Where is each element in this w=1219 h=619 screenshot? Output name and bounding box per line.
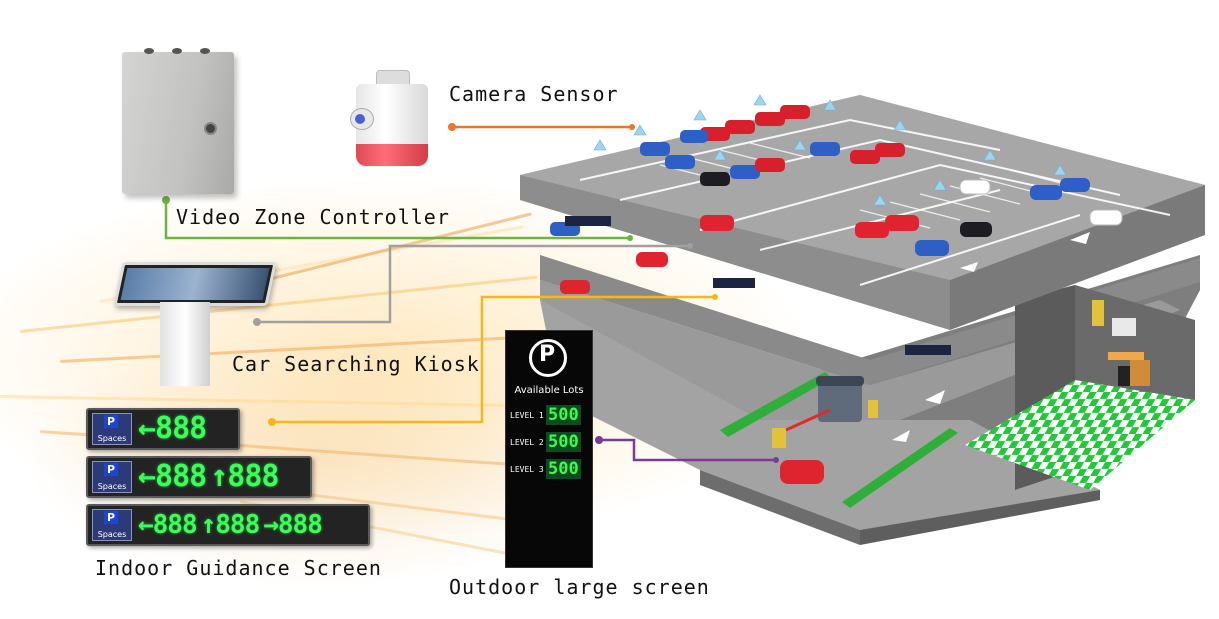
video-zone-controller-icon bbox=[122, 48, 234, 194]
level-row: LEVEL 2 500 bbox=[510, 432, 590, 452]
camera-sensor-icon bbox=[350, 70, 430, 170]
parking-badge-text: Spaces bbox=[97, 434, 127, 443]
level-count: 500 bbox=[546, 459, 581, 479]
camera-sensor-label: Camera Sensor bbox=[449, 82, 619, 106]
outdoor-screen: P Available Lots LEVEL 1 500 LEVEL 2 500… bbox=[505, 330, 593, 568]
level-label: LEVEL 3 bbox=[510, 464, 544, 474]
led-counter: ←888 bbox=[138, 459, 207, 494]
indoor-guidance-screen-label: Indoor Guidance Screen bbox=[95, 556, 382, 580]
guidance-screen-3: P Spaces ←888 ↑888 →888 bbox=[86, 504, 370, 546]
led-counter: ↑888 bbox=[210, 459, 279, 494]
level-count: 500 bbox=[546, 432, 581, 452]
guidance-screen-1: P Spaces ←888 bbox=[86, 408, 240, 450]
guidance-screen-2: P Spaces ←888 ↑888 bbox=[86, 456, 312, 498]
level-count: 500 bbox=[546, 405, 581, 425]
level-row: LEVEL 1 500 bbox=[510, 405, 590, 425]
level-label: LEVEL 2 bbox=[510, 437, 544, 447]
cars-upper bbox=[640, 105, 1123, 256]
available-lots-title: Available Lots bbox=[514, 385, 584, 396]
level-row: LEVEL 3 500 bbox=[510, 459, 590, 479]
outdoor-large-screen-label: Outdoor large screen bbox=[449, 575, 710, 599]
parking-badge-icon: P Spaces bbox=[92, 509, 132, 541]
led-counter: ←888 bbox=[138, 411, 207, 446]
kiosk-stand bbox=[160, 302, 210, 386]
parking-badge-letter: P bbox=[104, 511, 118, 524]
parking-badge-letter: P bbox=[104, 463, 118, 476]
parking-badge-text: Spaces bbox=[97, 530, 127, 539]
parking-badge-icon: P Spaces bbox=[92, 413, 132, 445]
parking-car-icon: P bbox=[529, 339, 567, 377]
led-counter: ↑888 bbox=[200, 510, 261, 540]
led-counter: ←888 bbox=[138, 510, 198, 540]
level-label: LEVEL 1 bbox=[510, 410, 544, 420]
video-zone-controller-label: Video Zone Controller bbox=[176, 205, 450, 229]
parking-badge-text: Spaces bbox=[97, 482, 127, 491]
parking-badge-icon: P Spaces bbox=[92, 461, 132, 493]
led-counter: →888 bbox=[263, 510, 323, 540]
car-searching-kiosk-label: Car Searching Kiosk bbox=[232, 352, 480, 376]
kiosk-screen-icon bbox=[113, 262, 277, 306]
parking-badge-letter: P bbox=[104, 415, 118, 428]
